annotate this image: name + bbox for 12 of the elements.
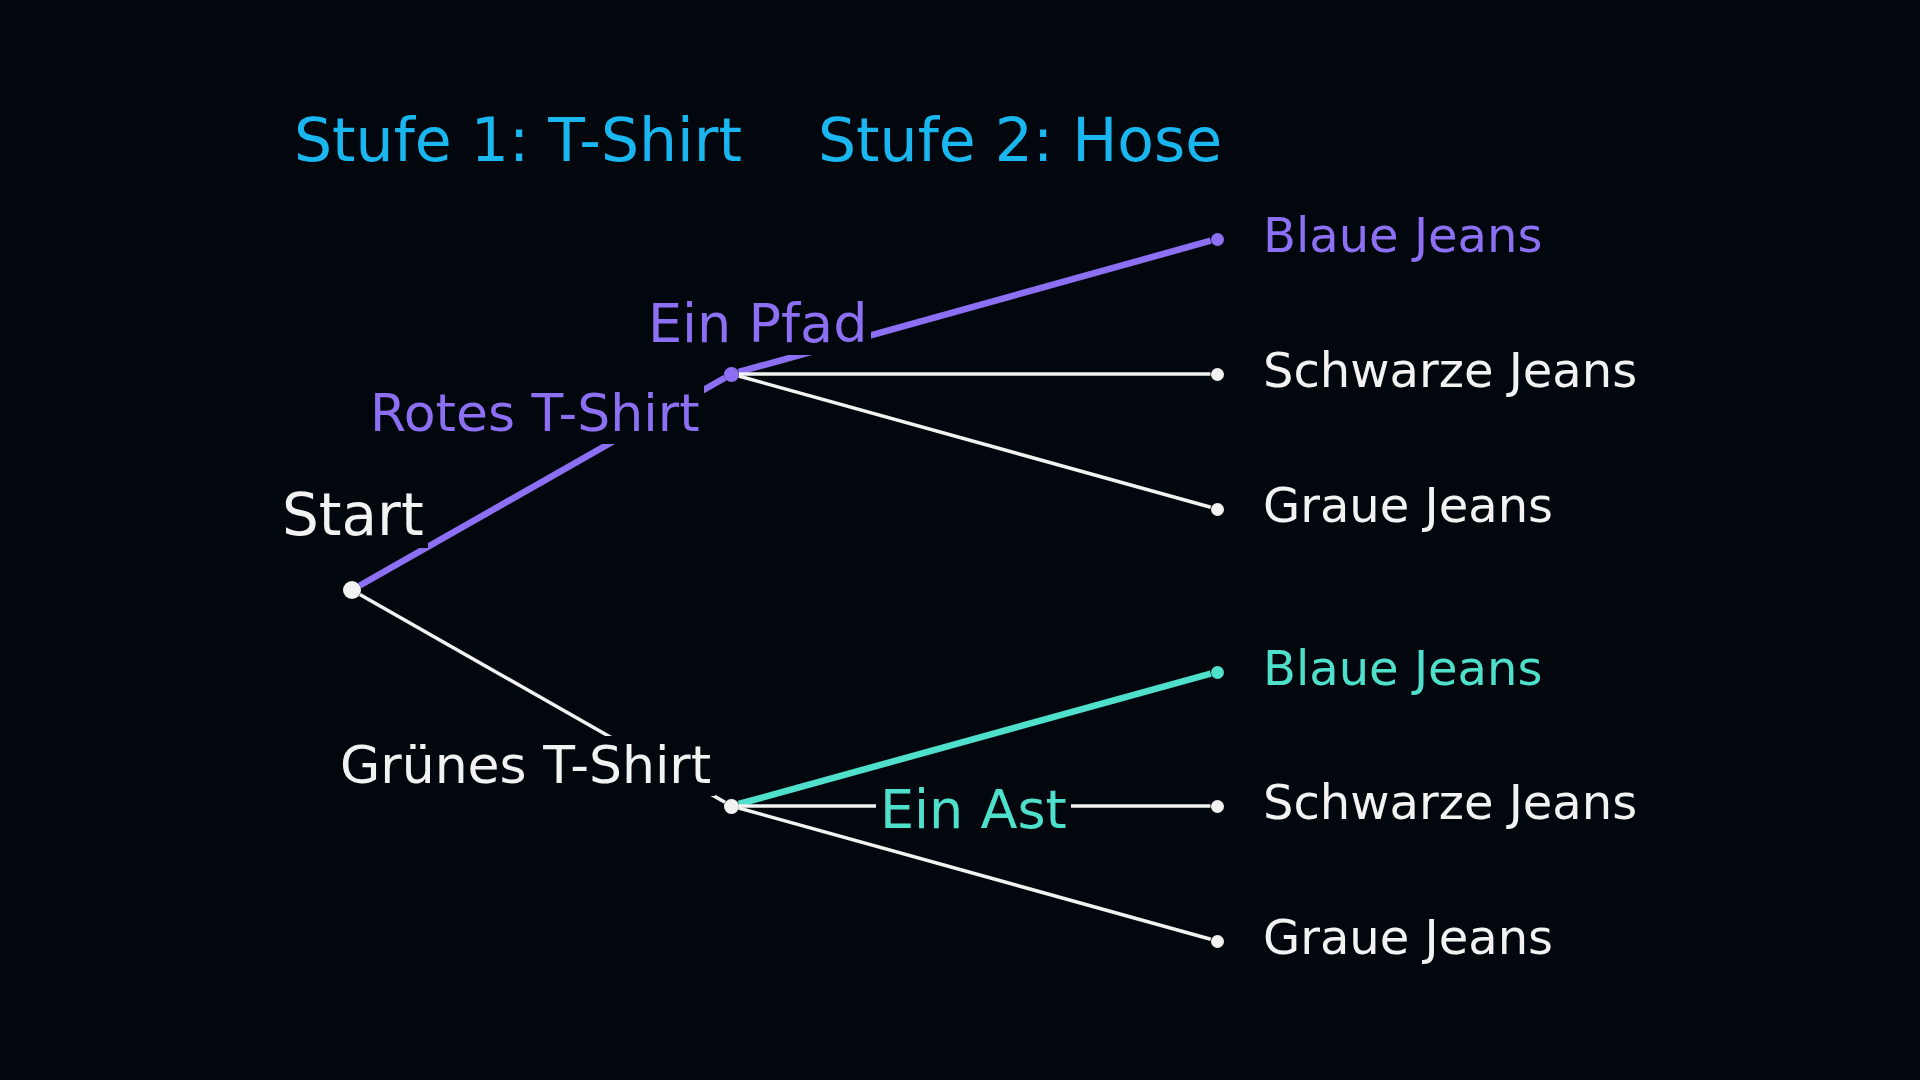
- branch-line: [738, 806, 1212, 941]
- node-dot: [1210, 232, 1224, 246]
- node-dot: [1210, 934, 1224, 948]
- node-dot: [724, 366, 739, 382]
- node-dot: [724, 798, 739, 814]
- node-dot: [1210, 367, 1224, 381]
- node-dot: [343, 581, 361, 599]
- node-dot: [1210, 799, 1224, 813]
- branch-line: [738, 374, 1212, 509]
- node-dot: [1210, 665, 1224, 679]
- node-dot: [1210, 502, 1224, 516]
- branch-line: [739, 372, 1211, 376]
